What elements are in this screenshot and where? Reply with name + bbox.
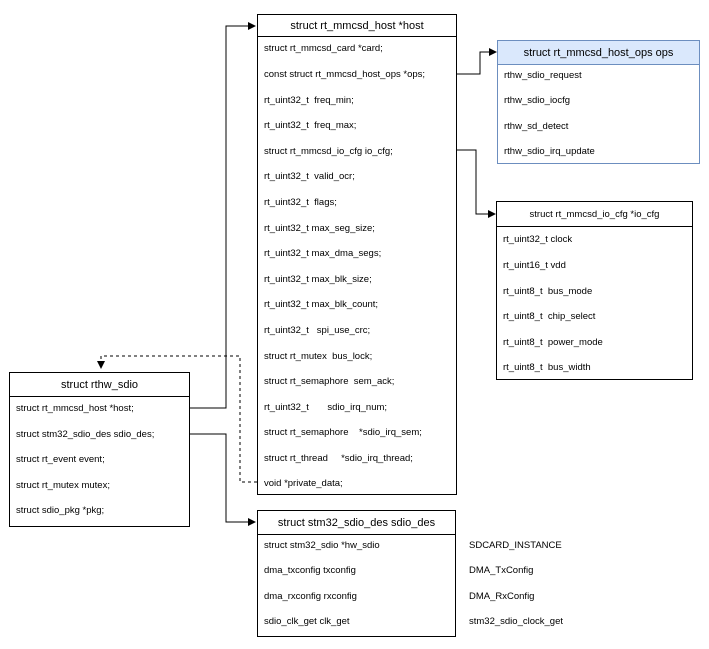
- host-struct-box: struct rt_mmcsd_host *host struct rt_mmc…: [257, 14, 457, 495]
- sdio-des-value-clk-get: stm32_sdio_clock_get: [469, 616, 563, 627]
- sdio-des-field-clk-get: sdio_clk_get clk_get: [264, 616, 350, 627]
- ops-field-request: rthw_sdio_request: [504, 70, 582, 81]
- connector-host-ops-to-ops: [456, 48, 497, 75]
- host-field-valid-ocr: rt_uint32_t valid_ocr;: [264, 171, 355, 182]
- host-field-sdio-irq-num: rt_uint32_t sdio_irq_num;: [264, 402, 388, 413]
- ops-field-irq-update: rthw_sdio_irq_update: [504, 146, 595, 157]
- sdio-des-value-txconfig: DMA_TxConfig: [469, 565, 534, 576]
- rthw-sdio-struct-title: struct rthw_sdio: [10, 373, 189, 397]
- sdio-des-field-txconfig: dma_txconfig txconfig: [264, 565, 356, 576]
- io-cfg-field-bus-mode: rt_uint8_t bus_mode: [503, 286, 593, 297]
- host-field-sdio-irq-sem: struct rt_semaphore *sdio_irq_sem;: [264, 427, 422, 438]
- io-cfg-struct-title: struct rt_mmcsd_io_cfg *io_cfg: [497, 202, 692, 227]
- io-cfg-field-chip-select: rt_uint8_t chip_select: [503, 311, 596, 322]
- rthw-field-event: struct rt_event event;: [16, 454, 105, 465]
- rthw-field-host: struct rt_mmcsd_host *host;: [16, 403, 134, 414]
- host-field-spi-use-crc: rt_uint32_t spi_use_crc;: [264, 325, 371, 336]
- host-field-freq-max: rt_uint32_t freq_max;: [264, 120, 357, 131]
- io-cfg-field-vdd: rt_uint16_t vdd: [503, 260, 566, 271]
- io-cfg-field-clock: rt_uint32_t clock: [503, 234, 573, 245]
- host-field-max-seg-size: rt_uint32_t max_seg_size;: [264, 223, 375, 234]
- host-field-sdio-irq-thread: struct rt_thread *sdio_irq_thread;: [264, 453, 413, 464]
- host-field-sem-ack: struct rt_semaphore sem_ack;: [264, 376, 395, 387]
- host-field-bus-lock: struct rt_mutex bus_lock;: [264, 351, 373, 362]
- host-field-flags: rt_uint32_t flags;: [264, 197, 337, 208]
- host-field-card: struct rt_mmcsd_card *card;: [264, 43, 383, 54]
- ops-struct-title: struct rt_mmcsd_host_ops ops: [498, 41, 699, 65]
- sdio-des-value-hw-sdio: SDCARD_INSTANCE: [469, 540, 562, 551]
- ops-struct-box: struct rt_mmcsd_host_ops ops rthw_sdio_r…: [497, 40, 700, 164]
- ops-field-detect: rthw_sd_detect: [504, 121, 569, 132]
- io-cfg-field-power-mode: rt_uint8_t power_mode: [503, 337, 603, 348]
- host-field-io-cfg: struct rt_mmcsd_io_cfg io_cfg;: [264, 146, 393, 157]
- sdio-des-struct-box: struct stm32_sdio_des sdio_des struct st…: [257, 510, 456, 637]
- sdio-des-field-rxconfig: dma_rxconfig rxconfig: [264, 591, 357, 602]
- host-field-max-dma-segs: rt_uint32_t max_dma_segs;: [264, 248, 382, 259]
- io-cfg-struct-box: struct rt_mmcsd_io_cfg *io_cfg rt_uint32…: [496, 201, 693, 380]
- host-field-max-blk-count: rt_uint32_t max_blk_count;: [264, 299, 379, 310]
- host-struct-title: struct rt_mmcsd_host *host: [258, 15, 456, 37]
- connector-host-iocfg-to-iocfg: [456, 149, 496, 218]
- rthw-field-pkg: struct sdio_pkg *pkg;: [16, 505, 105, 516]
- ops-field-iocfg: rthw_sdio_iocfg: [504, 95, 571, 106]
- rthw-field-mutex: struct rt_mutex mutex;: [16, 480, 110, 491]
- host-field-max-blk-size: rt_uint32_t max_blk_size;: [264, 274, 372, 285]
- sdio-des-field-hw-sdio: struct stm32_sdio *hw_sdio: [264, 540, 380, 551]
- io-cfg-field-bus-width: rt_uint8_t bus_width: [503, 362, 591, 373]
- sdio-des-struct-title: struct stm32_sdio_des sdio_des: [258, 511, 455, 535]
- sdio-des-value-rxconfig: DMA_RxConfig: [469, 591, 535, 602]
- connector-rthw-sdiodes-to-sdiodes: [190, 433, 256, 526]
- host-field-private-data: void *private_data;: [264, 478, 343, 489]
- connector-rthw-host-to-host: [190, 22, 256, 409]
- rthw-field-sdio-des: struct stm32_sdio_des sdio_des;: [16, 429, 155, 440]
- host-field-freq-min: rt_uint32_t freq_min;: [264, 95, 354, 106]
- host-field-ops: const struct rt_mmcsd_host_ops *ops;: [264, 69, 426, 80]
- rthw-sdio-struct-box: struct rthw_sdio struct rt_mmcsd_host *h…: [9, 372, 190, 527]
